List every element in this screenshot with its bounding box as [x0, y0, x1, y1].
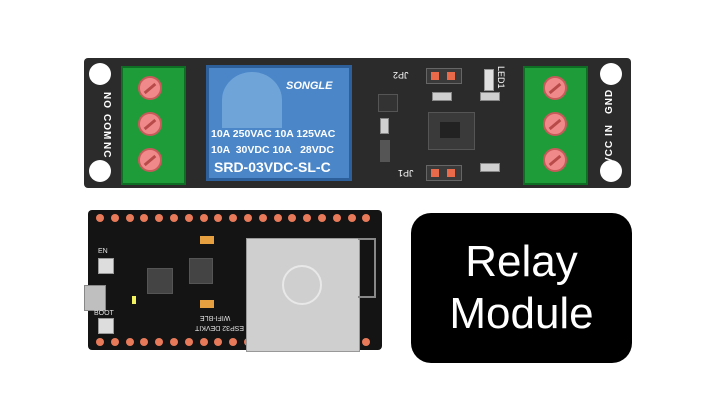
relay-model: SRD-03VDC-SL-C [214, 159, 331, 175]
header-pin [140, 338, 149, 346]
mounting-hole [600, 160, 622, 182]
header-pin [96, 338, 104, 346]
title-label-box: Relay Module [411, 213, 632, 363]
header-pin [155, 338, 164, 346]
jumper-pin [447, 169, 455, 177]
jumper-jp2 [426, 68, 462, 84]
mounting-hole [600, 63, 622, 85]
header-pin [214, 338, 223, 346]
header-pin [184, 338, 193, 346]
left-pin-labels: NO COM NC [101, 92, 116, 162]
header-pin [332, 214, 341, 222]
pin-label-no: NO [101, 92, 112, 109]
relay-rating-line2: 10A 30VDC 10A 28VDC [211, 144, 334, 156]
header-pin [170, 338, 178, 346]
header-pin [170, 214, 178, 222]
header-pin [362, 214, 371, 222]
boot-button-label: BOOT [94, 310, 114, 317]
header-pin [110, 338, 119, 346]
header-pin [214, 214, 223, 222]
relay-rating-line1: 10A 250VAC 10A 125VAC [211, 128, 336, 140]
pin-label-vcc: VCC [604, 139, 615, 164]
capacitor [200, 300, 214, 308]
header-pin [125, 338, 134, 346]
header-pin [318, 214, 326, 222]
usb-port [84, 285, 106, 311]
relay-highlight [222, 72, 282, 128]
smd-resistor [432, 92, 452, 101]
header-pin [258, 214, 267, 222]
jumper-pin [447, 72, 455, 80]
pin-label-gnd: GND [604, 88, 615, 114]
header-pin [229, 338, 238, 346]
header-pin [96, 214, 104, 222]
module-logo [282, 265, 322, 305]
smd-resistor [480, 163, 500, 172]
led-indicator [484, 69, 494, 91]
header-pin [288, 214, 297, 222]
jumper-jp2-label: JP2 [393, 70, 409, 80]
header-pin [362, 338, 371, 346]
header-pin [199, 338, 208, 346]
diode [380, 140, 390, 162]
right-pin-labels: GND IN VCC [600, 88, 620, 164]
smd-resistor [480, 92, 500, 101]
header-pin [347, 214, 356, 222]
terminal-screw [138, 112, 162, 136]
terminal-screw [543, 76, 567, 100]
header-pin [140, 214, 149, 222]
header-pin [229, 214, 238, 222]
esp32-top-pin-row [92, 213, 378, 223]
en-button-label: EN [98, 248, 108, 255]
led-label: LED1 [496, 66, 506, 89]
header-pin [184, 214, 193, 222]
header-pin [303, 214, 312, 222]
pin-label-com: COM [101, 114, 112, 141]
header-pin [273, 214, 282, 222]
title-line-1: Relay [465, 237, 578, 286]
terminal-screw [543, 112, 567, 136]
en-button [98, 258, 114, 274]
resistor [380, 118, 389, 134]
header-pin [199, 214, 208, 222]
terminal-screw [138, 148, 162, 172]
jumper-jp1 [426, 165, 462, 181]
mounting-hole [89, 160, 111, 182]
relay-brand: SONGLE [286, 80, 333, 92]
pin-label-in: IN [604, 124, 615, 136]
module-antenna-trace [358, 238, 376, 298]
pin-label-nc: NC [101, 142, 112, 159]
header-pin [125, 214, 134, 222]
capacitor [200, 236, 214, 244]
header-pin [244, 214, 252, 222]
jumper-pin [431, 72, 439, 80]
title-line-2: Module [449, 289, 594, 338]
boot-button [98, 318, 114, 334]
status-led [132, 296, 136, 304]
transistor [378, 94, 398, 112]
header-pin [110, 214, 119, 222]
optocoupler-body [440, 122, 460, 138]
voltage-regulator [189, 258, 213, 284]
board-model-label: ESP32 DEVKIT [195, 324, 245, 331]
mounting-hole [89, 63, 111, 85]
terminal-screw [543, 148, 567, 172]
board-sub-label: WIFI-BLE [200, 314, 231, 321]
terminal-screw [138, 76, 162, 100]
jumper-pin [431, 169, 439, 177]
header-pin [155, 214, 164, 222]
usb-uart-chip [147, 268, 173, 294]
jumper-jp1-label: JP1 [398, 168, 414, 178]
